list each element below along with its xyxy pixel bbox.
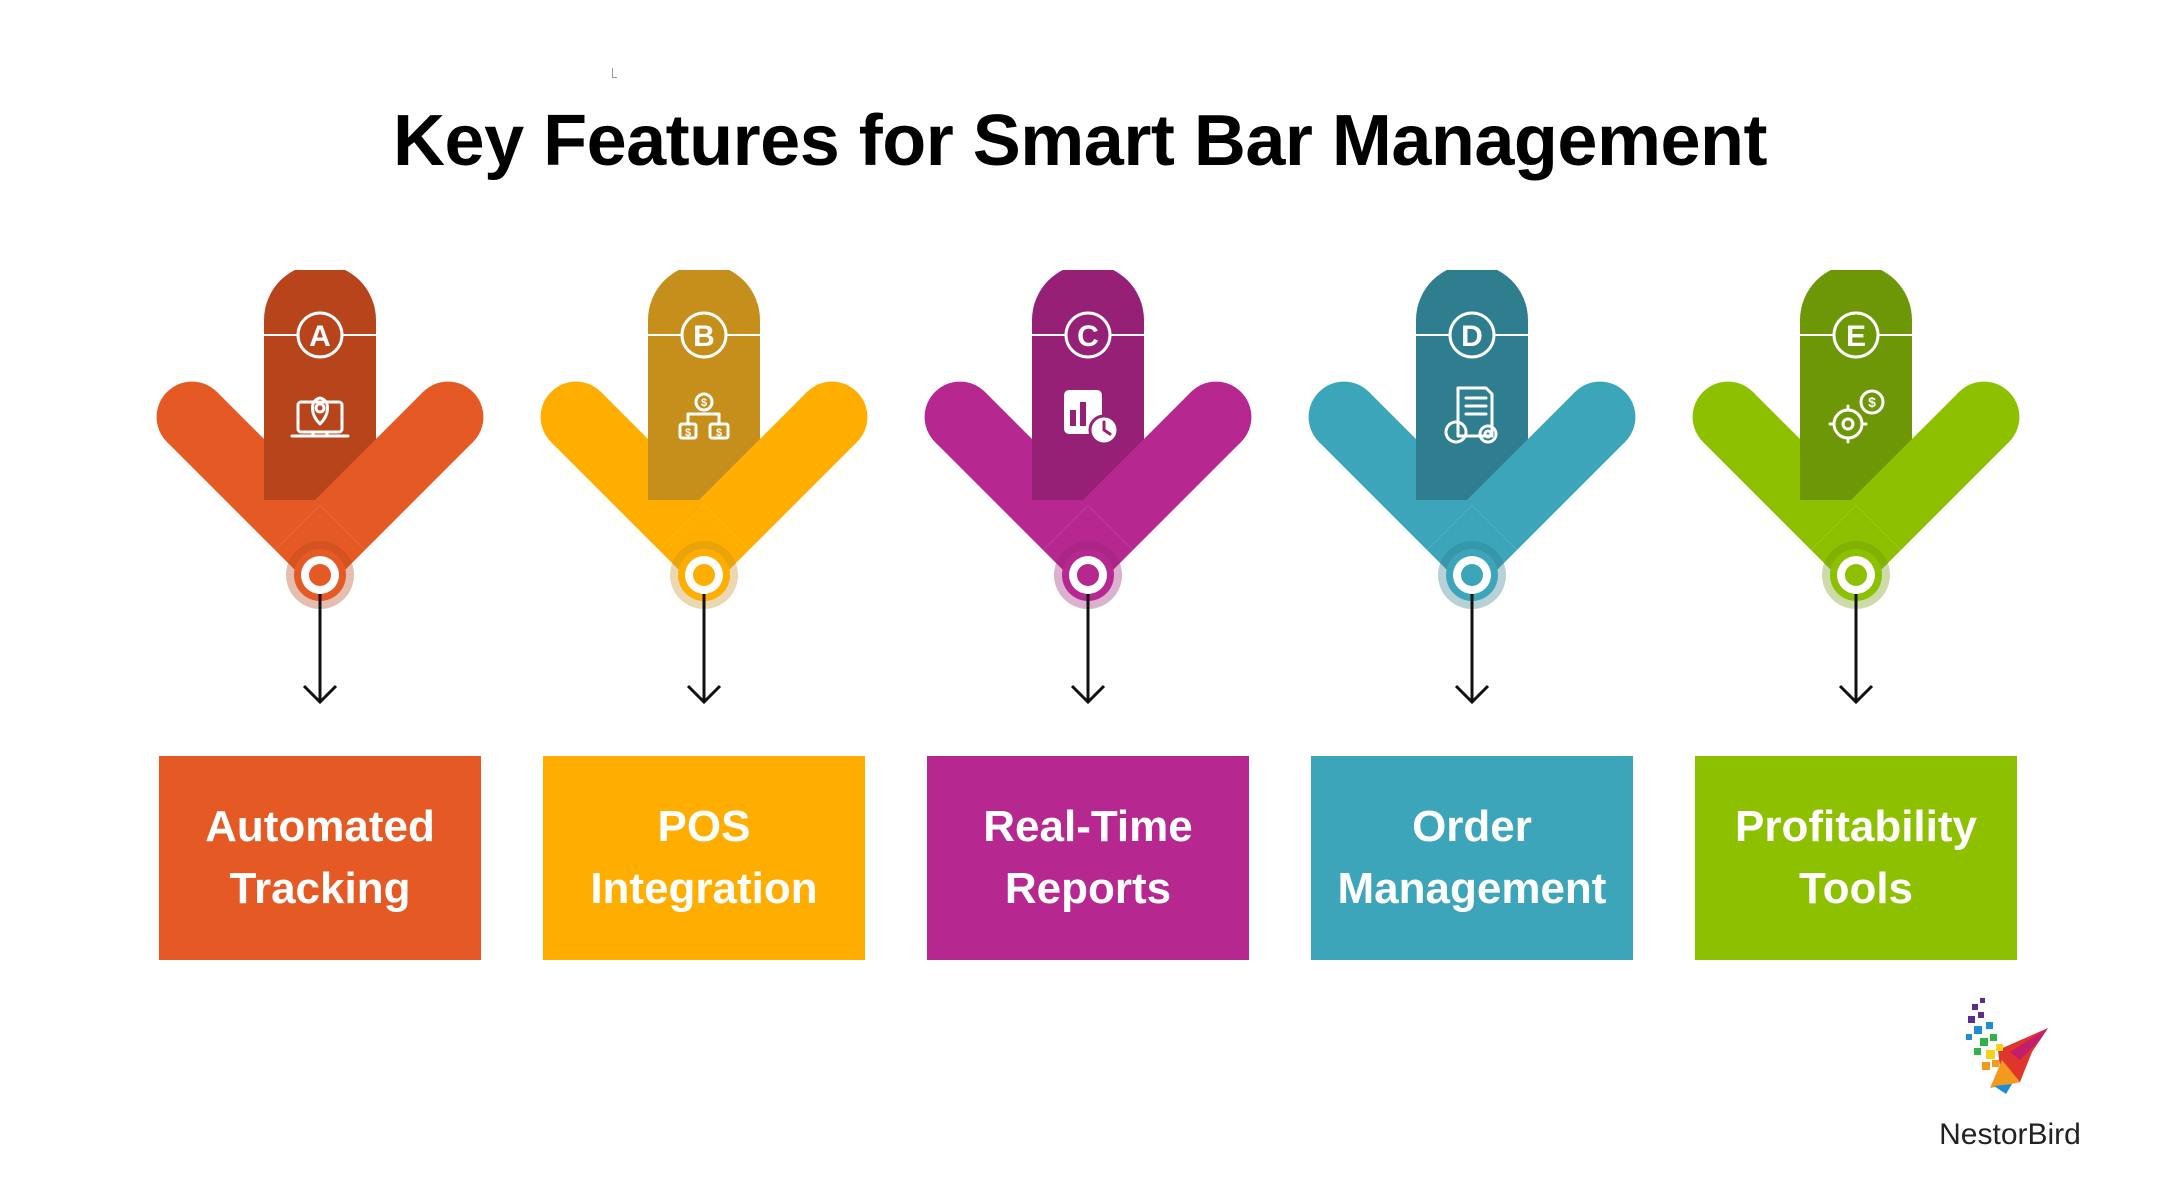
letter-text: C (1077, 320, 1099, 353)
stray-mark (612, 68, 617, 78)
letter-text: A (309, 320, 331, 353)
letter-badge (296, 311, 344, 359)
svg-text:$: $ (685, 427, 691, 439)
svg-text:$: $ (701, 397, 707, 409)
bird-logo-icon (1966, 998, 2048, 1094)
feature-label-line1: Automated (205, 802, 435, 851)
logo: NestorBird (1920, 990, 2120, 1160)
chevron-graphic: B $ $ $ (540, 270, 868, 705)
letter-text: D (1461, 320, 1483, 353)
chevron-graphic: C (924, 270, 1252, 705)
letter-badge (680, 311, 728, 359)
chevron-graphic: E $ (1692, 270, 2020, 705)
monitor-location-icon (290, 396, 350, 438)
letter-tab (648, 270, 760, 500)
letter-badge (1832, 311, 1880, 359)
chevron-graphic: D (1308, 270, 1636, 705)
letter-text: B (693, 320, 715, 353)
feature-label-box: POS Integration (543, 756, 865, 960)
feature-label-line1: Profitability (1734, 802, 1978, 851)
feature-label-line2: Tools (1798, 864, 1914, 913)
letter-tab (1800, 270, 1912, 500)
gear-dollar-icon: $ (1828, 389, 1885, 444)
feature-label-line2: Reports (1004, 864, 1172, 913)
feature-label-line2: Integration (590, 864, 818, 913)
feature-label-line1: POS (657, 802, 751, 851)
chevron-graphic: A (156, 270, 484, 705)
feature-label-line2: Tracking (229, 864, 411, 913)
report-clock-icon (1064, 390, 1120, 446)
letter-tab (264, 270, 376, 500)
page-title: Key Features for Smart Bar Management (393, 101, 1767, 181)
feature-label-line2: Management (1337, 864, 1607, 913)
svg-text:$: $ (716, 427, 722, 439)
letter-badge (1064, 311, 1112, 359)
letter-tab (1416, 270, 1528, 500)
feature-label-line1: Order (1412, 802, 1532, 851)
letter-tab (1032, 270, 1144, 500)
pos-network-icon: $ $ $ (678, 392, 730, 440)
letter-badge (1448, 311, 1496, 359)
letter-text: E (1846, 320, 1866, 353)
clipboard-gear-icon (1444, 386, 1498, 444)
logo-text: NestorBird (1939, 1118, 2081, 1151)
feature-label-line1: Real-Time (983, 802, 1193, 851)
svg-text:$: $ (1868, 394, 1876, 410)
